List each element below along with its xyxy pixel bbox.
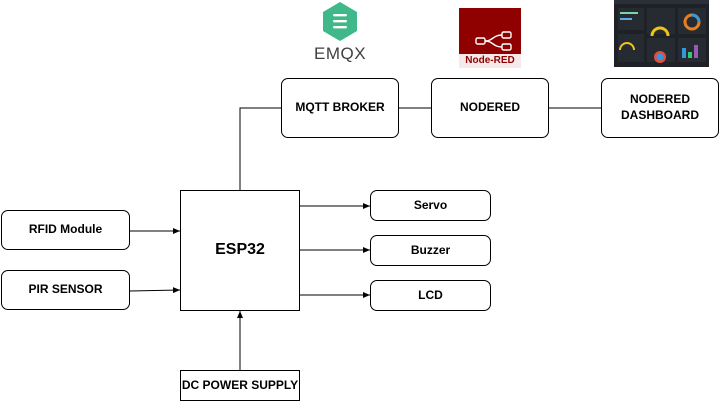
emqx-logo-icon [323,2,357,41]
servo-block: Servo [370,190,491,221]
dc-power-supply-block: DC POWER SUPPLY [180,370,300,401]
lcd-block: LCD [370,280,491,311]
nodered-logo-text: Node-RED [465,55,515,66]
esp32-to-mqtt-line [239,107,281,190]
lcd-label: LCD [418,287,443,302]
servo-label: Servo [413,197,448,212]
buzzer-block: Buzzer [370,235,491,266]
nodered-dashboard-label-line2: DASHBOARD [621,108,699,122]
nodered-logo-icon [459,8,521,68]
dashboard-screenshot-icon [614,0,709,67]
pir-sensor-block: PIR SENSOR [1,270,130,310]
mqtt-broker-block: MQTT BROKER [281,78,399,138]
pir-sensor-label: PIR SENSOR [28,282,103,297]
esp32-label: ESP32 [215,241,265,259]
emqx-logo-text: EMQX [314,44,367,63]
rfid-module-label: RFID Module [28,222,103,237]
dc-power-supply-label: DC POWER SUPPLY [181,377,299,392]
nodered-dashboard-label-line1: NODERED [629,92,690,107]
esp32-block: ESP32 [180,190,300,311]
nodered-dashboard-block: NODERED DASHBOARD [601,78,719,138]
buzzer-label: Buzzer [410,242,451,257]
nodered-label: NODERED [459,100,520,115]
nodered-block: NODERED [431,78,549,138]
rfid-module-block: RFID Module [1,210,130,250]
mqtt-broker-label: MQTT BROKER [295,100,385,115]
pir-to-esp32-arrow [129,287,181,294]
